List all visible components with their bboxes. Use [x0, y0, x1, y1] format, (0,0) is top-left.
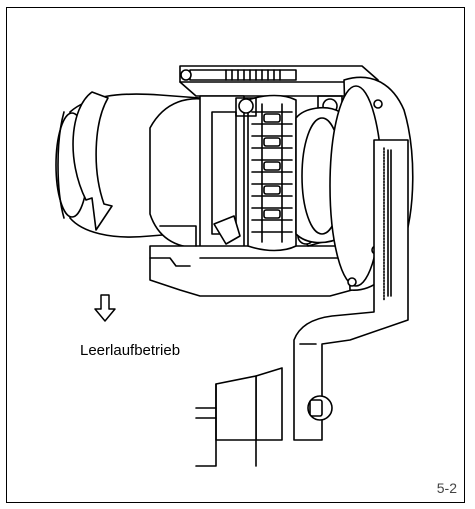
operating-mode-label: Leerlaufbetrieb [80, 342, 181, 359]
torque-arm [293, 139, 409, 441]
rotation-arrow-icon [72, 91, 113, 231]
clutch-housing [149, 65, 379, 297]
figure-number: 5-2 [436, 480, 457, 496]
down-arrow-icon [94, 294, 116, 327]
support-block [195, 367, 333, 467]
sprag-cage [247, 94, 297, 252]
